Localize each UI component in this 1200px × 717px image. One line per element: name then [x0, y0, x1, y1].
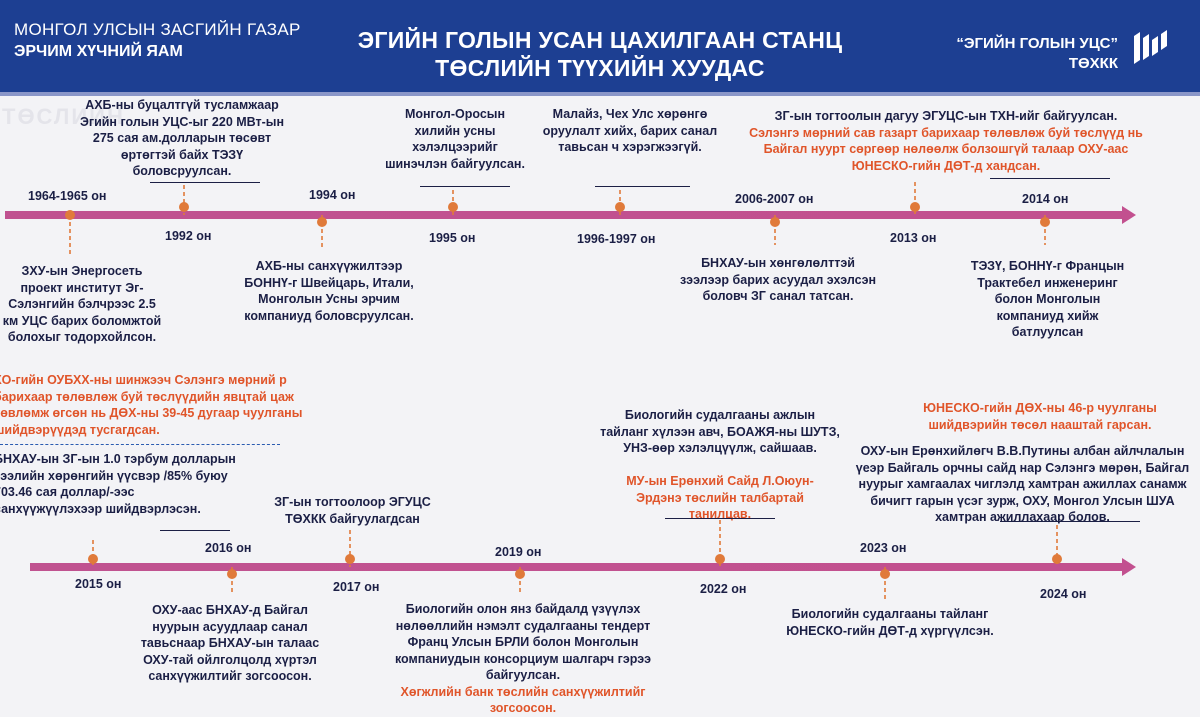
egiin-gol-logo-icon	[1134, 30, 1167, 64]
china-loan-underline	[160, 530, 230, 531]
event-2013: ЗГ-ын тогтоолын дагуу ЭГУЦС-ын ТХН-ийг б…	[740, 108, 1152, 174]
marker-2024	[1052, 554, 1062, 564]
event-2014: ТЭЗҮ, БОННҮ-г Францын Трактебел инженери…	[970, 259, 1125, 339]
year-2006: 2006-2007 он	[735, 192, 814, 206]
organization-block: “ЭГИЙН ГОЛЫН УЦС” ТӨХКК	[956, 34, 1118, 74]
marker-2006	[770, 217, 780, 227]
timeline-bar-bottom	[30, 563, 1125, 571]
marker-2014	[1040, 217, 1050, 227]
event-1992-underline	[150, 182, 260, 183]
organization-line2: ТӨХКК	[1068, 55, 1118, 72]
year-2014: 2014 он	[1022, 192, 1069, 206]
year-2024: 2024 он	[1040, 587, 1087, 601]
marker-2019	[515, 569, 525, 579]
year-2013: 2013 он	[890, 231, 937, 245]
unesco-iucn-note: КО-гийн ОУБХХ-ны шинжээч Сэлэнгэ мөрний …	[0, 373, 303, 437]
event-2019-text: Биологийн олон янз байдалд үзүүлэх нөлөө…	[394, 602, 652, 682]
year-2015: 2015 он	[75, 577, 122, 591]
title-line1: ЭГИЙН ГОЛЫН УСАН ЦАХИЛГААН СТАНЦ	[357, 27, 843, 53]
timeline-bar-top	[5, 211, 1125, 219]
year-2017: 2017 он	[333, 580, 380, 594]
year-2019: 2019 он	[495, 545, 542, 559]
marker-1995	[448, 202, 458, 212]
event-1964: ЗХУ-ын Энергосеть проект институт Эг-Сэл…	[2, 264, 162, 344]
page-title: ЭГИЙН ГОЛЫН УСАН ЦАХИЛГААН СТАНЦ ТӨСЛИЙН…	[330, 26, 870, 82]
unesco-session-note: ЮНЕСКО-гийн ДӨХ-ны 46-р чуулганы шийдвэр…	[923, 401, 1157, 432]
marker-1994	[317, 217, 327, 227]
china-loan-note: БНХАУ-ын ЗГ-ын 1.0 тэрбум долларын зээли…	[0, 452, 236, 516]
year-1992: 1992 он	[165, 229, 212, 243]
marker-2023	[880, 569, 890, 579]
putin-visit-underline	[1000, 521, 1140, 522]
ministry-line1: МОНГОЛ УЛСЫН ЗАСГИЙН ГАЗАР	[14, 20, 301, 39]
event-1995: Монгол-Оросын хилийн усны хэлэлцээрийг ш…	[385, 107, 525, 171]
bio-report-note: Биологийн судалгааны ажлын тайланг хүлээ…	[600, 408, 840, 455]
event-2016: ОХУ-аас БНХАУ-д Байгал нуурын асуудлаар …	[140, 603, 320, 683]
event-2019: Биологийн олон янз байдалд үзүүлэх нөлөө…	[378, 601, 668, 717]
marker-2017	[345, 554, 355, 564]
year-1996: 1996-1997 он	[577, 232, 656, 246]
year-2023: 2023 он	[860, 541, 907, 555]
year-2022: 2022 он	[700, 582, 747, 596]
year-1994: 1994 он	[309, 188, 356, 202]
event-2017: ЗГ-ын тогтоолоор ЭГУЦС ТӨХКК байгуулагдс…	[274, 495, 431, 526]
marker-2015	[88, 554, 98, 564]
pm-visit-note: МУ-ын Ерөнхий Сайд Л.Оюун-Эрдэнэ төслийн…	[626, 474, 814, 521]
event-2013-underline	[990, 178, 1110, 179]
event-1996-underline	[595, 186, 690, 187]
year-2016: 2016 он	[205, 541, 252, 555]
event-1992: АХБ-ны буцалтгүй тусламжаар Эгийн голын …	[79, 98, 285, 178]
timeline-arrow-top	[1122, 206, 1136, 224]
year-1964: 1964-1965 он	[28, 189, 107, 203]
event-2023: Биологийн судалгааны тайланг ЮНЕСКО-гийн…	[786, 607, 994, 638]
title-line2: ТӨСЛИЙН ТҮҮХИЙН ХУУДАС	[435, 55, 765, 81]
event-1995-underline	[420, 186, 510, 187]
event-2019-red-text: Хөгжлийн банк төслийн санхүүжилтийг зогс…	[400, 684, 646, 716]
header-banner: МОНГОЛ УЛСЫН ЗАСГИЙН ГАЗАР ЭРЧИМ ХҮЧНИЙ …	[0, 0, 1200, 96]
timeline-arrow-bottom	[1122, 558, 1136, 576]
marker-1964	[65, 210, 75, 220]
background-watermark-text: ТӨСЛИЙН	[2, 104, 125, 129]
ministry-block: МОНГОЛ УЛСЫН ЗАСГИЙН ГАЗАР ЭРЧИМ ХҮЧНИЙ …	[14, 20, 301, 61]
marker-2022	[715, 554, 725, 564]
marker-2013	[910, 202, 920, 212]
marker-1992	[179, 202, 189, 212]
ministry-line2: ЭРЧИМ ХҮЧНИЙ ЯАМ	[14, 43, 183, 60]
organization-line1: “ЭГИЙН ГОЛЫН УЦС”	[956, 35, 1118, 52]
middle-dashed-divider	[0, 444, 280, 445]
pm-visit-underline	[665, 518, 775, 519]
timeline-graphics	[5, 182, 1136, 600]
event-2013-red-text: Сэлэнгэ мөрний сав газарт барихаар төлөв…	[749, 125, 1143, 173]
year-1995: 1995 он	[429, 231, 476, 245]
marker-2016	[227, 569, 237, 579]
event-1994: АХБ-ны санхүүжилтээр БОННҮ-г Швейцарь, И…	[244, 259, 414, 323]
marker-1996	[615, 202, 625, 212]
event-2006: БНХАУ-ын хөнгөлөлттэй зээлээр барих асуу…	[679, 256, 877, 303]
event-2013-text: ЗГ-ын тогтоолын дагуу ЭГУЦС-ын ТХН-ийг б…	[774, 109, 1118, 123]
event-1996: Малайз, Чех Улс хөрөнгө оруулалт хийх, б…	[542, 107, 718, 154]
putin-visit-note: ОХУ-ын Ерөнхийлөгч В.В.Путины албан айлч…	[855, 444, 1190, 524]
